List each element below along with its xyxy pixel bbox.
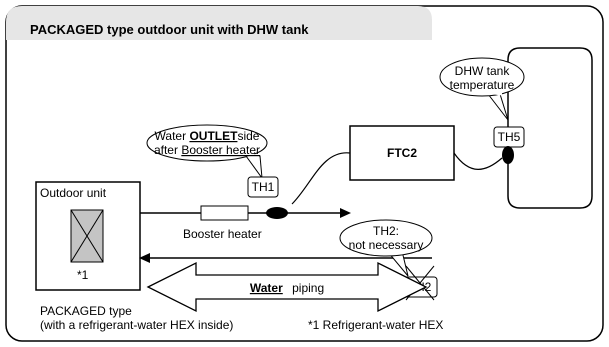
hex-footnote-mark: *1 <box>77 268 89 282</box>
water-outlet-arrowhead <box>340 208 351 218</box>
dhw-tank-temperature-callout: DHW tank temperature <box>439 57 525 121</box>
th1-sensor-box <box>247 176 279 198</box>
ftc2-to-th5-wire <box>453 152 503 170</box>
water-return-arrowhead <box>139 253 150 263</box>
ftc2-label: FTC2 <box>387 146 417 160</box>
booster-heater <box>200 205 249 221</box>
booster-heater-label: Booster heater <box>183 227 262 241</box>
water-outlet-line2: after Booster heater <box>154 143 260 157</box>
refrigerant-water-hex <box>70 209 104 263</box>
packaged-type-note: (with a refrigerant-water HEX inside) <box>40 318 233 332</box>
th2-note-line1: TH2: <box>373 224 399 238</box>
th5-probe <box>502 146 514 164</box>
water-outlet-line1: Water OUTLETside <box>155 129 260 143</box>
diagram-title: PACKAGED type outdoor unit with DHW tank <box>30 22 309 37</box>
title-tab <box>6 6 432 40</box>
water-piping-double-arrow <box>146 261 428 313</box>
th2-note-line2: not necessary <box>349 238 424 252</box>
th1-probe <box>266 207 288 219</box>
ftc2-to-th1-wire <box>291 152 351 205</box>
outdoor-unit-label: Outdoor unit <box>40 186 107 200</box>
th5-label: TH5 <box>498 130 521 144</box>
dhw-tank-line2: temperature <box>450 78 515 92</box>
water-piping-label: Water piping <box>250 281 324 295</box>
dhw-tank-line1: DHW tank <box>455 64 511 78</box>
footnote: *1 Refrigerant-water HEX <box>308 318 443 332</box>
dhw-tank-loop <box>507 47 593 209</box>
th1-label: TH1 <box>252 180 275 194</box>
water-outlet-callout: Water OUTLETside after Booster heater <box>146 124 268 180</box>
th2-not-necessary-callout: TH2: not necessary <box>339 219 433 277</box>
packaged-type-label: PACKAGED type <box>40 304 132 318</box>
